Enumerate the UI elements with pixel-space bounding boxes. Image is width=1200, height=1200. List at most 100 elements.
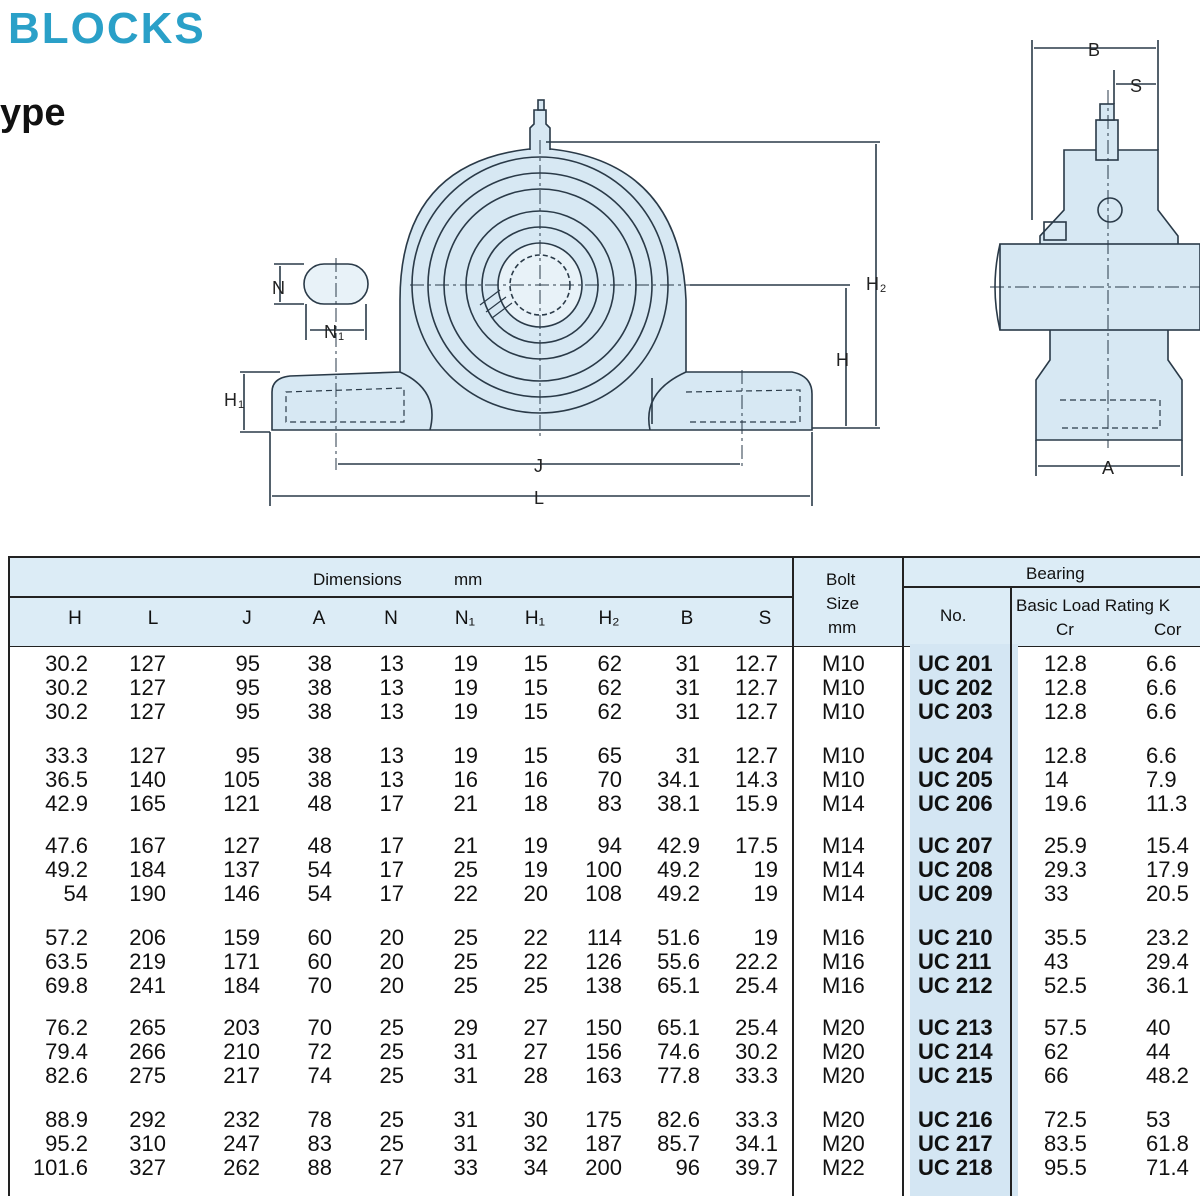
table-cell: 108 xyxy=(585,881,622,906)
table-cell: 327 xyxy=(129,1155,166,1180)
bearing-no-cell: UC 212 xyxy=(918,973,993,998)
table-cell: 28 xyxy=(523,1063,548,1088)
cr-cell: 66 xyxy=(1044,1063,1069,1088)
table-cell: 27 xyxy=(523,1039,548,1064)
cr-cell: 95.5 xyxy=(1044,1155,1087,1180)
table-cell: 163 xyxy=(585,1063,622,1088)
table-cell: 49.2 xyxy=(45,857,88,882)
column-header: S xyxy=(758,608,772,629)
table-cell: 31 xyxy=(675,699,700,724)
table-cell: 200 xyxy=(585,1155,622,1180)
pillow-block-drawing: N N 1 H 1 H H 2 J L B S A xyxy=(224,40,1200,508)
table-cell: 241 xyxy=(129,973,166,998)
cor-cell: 20.5 xyxy=(1146,881,1189,906)
cr-cell: 19.6 xyxy=(1044,791,1087,816)
table-cell: 38 xyxy=(307,675,332,700)
dim-label-h1: H xyxy=(224,390,237,410)
table-cell: 95 xyxy=(235,651,260,676)
bolt-size-cell: M10 xyxy=(822,699,865,724)
bolt-size-cell: M20 xyxy=(822,1015,865,1040)
table-cell: 15 xyxy=(523,675,548,700)
table-cell: 30 xyxy=(523,1107,548,1132)
table-cell: 167 xyxy=(129,833,166,858)
bolt-size-cell: M14 xyxy=(822,881,865,906)
bearing-no-cell: UC 201 xyxy=(918,651,993,676)
bolt-size-cell: M10 xyxy=(822,651,865,676)
table-cell: 19 xyxy=(453,675,478,700)
table-cell: 25 xyxy=(453,949,478,974)
cr-cell: 33 xyxy=(1044,881,1069,906)
table-cell: 292 xyxy=(129,1107,166,1132)
cr-cell: 52.5 xyxy=(1044,973,1087,998)
cor-cell: 6.6 xyxy=(1146,651,1177,676)
table-cell: 217 xyxy=(223,1063,260,1088)
bearing-no-cell: UC 214 xyxy=(918,1039,993,1064)
table-cell: 15 xyxy=(523,743,548,768)
table-cell: 15.9 xyxy=(735,791,778,816)
table-cell: 175 xyxy=(585,1107,622,1132)
bolt-size-cell: M14 xyxy=(822,833,865,858)
bearing-label: Bearing xyxy=(1026,564,1085,583)
dim-label-a: A xyxy=(1102,458,1114,478)
table-cell: 20 xyxy=(379,925,404,950)
dim-label-h: H xyxy=(836,350,849,370)
table-cell: 70 xyxy=(307,973,332,998)
table-cell: 114 xyxy=(586,925,622,950)
dim-label-s: S xyxy=(1130,76,1142,96)
page-subtitle: ype xyxy=(0,92,66,134)
column-header: H₁ xyxy=(524,608,546,629)
dim-label-h2: H xyxy=(866,274,879,294)
bearing-no-cell: UC 211 xyxy=(918,949,992,974)
cr-cell: 29.3 xyxy=(1044,857,1087,882)
column-header: N xyxy=(384,608,398,629)
cor-cell: 36.1 xyxy=(1146,973,1189,998)
table-cell: 31 xyxy=(453,1131,478,1156)
table-cell: 19 xyxy=(453,699,478,724)
cor-cell: 11.3 xyxy=(1146,791,1188,816)
table-cell: 127 xyxy=(223,833,260,858)
table-cell: 65 xyxy=(597,743,622,768)
table-cell: 13 xyxy=(379,675,404,700)
table-cell: 60 xyxy=(307,925,332,950)
table-cell: 17 xyxy=(379,833,404,858)
bolt-size-cell: M14 xyxy=(822,791,865,816)
table-cell: 25 xyxy=(453,857,478,882)
table-cell: 95 xyxy=(235,743,260,768)
cor-cell: 6.6 xyxy=(1146,675,1177,700)
table-cell: 12.7 xyxy=(735,699,778,724)
table-cell: 184 xyxy=(223,973,260,998)
table-cell: 88.9 xyxy=(45,1107,88,1132)
dim-label-j: J xyxy=(534,456,543,476)
table-cell: 65.1 xyxy=(657,1015,700,1040)
table-cell: 30.2 xyxy=(45,675,88,700)
table-cell: 42.9 xyxy=(45,791,88,816)
table-cell: 19 xyxy=(523,833,548,858)
dim-label-l: L xyxy=(534,488,544,508)
cor-cell: 53 xyxy=(1146,1107,1171,1132)
cr-cell: 12.8 xyxy=(1044,675,1087,700)
table-cell: 38.1 xyxy=(657,791,700,816)
table-cell: 96 xyxy=(675,1155,700,1180)
table-cell: 82.6 xyxy=(657,1107,700,1132)
table-cell: 47.6 xyxy=(45,833,88,858)
table-cell: 247 xyxy=(223,1131,260,1156)
table-cell: 27 xyxy=(523,1015,548,1040)
column-header: A xyxy=(312,608,326,629)
bearing-no-cell: UC 213 xyxy=(918,1015,993,1040)
table-cell: 57.2 xyxy=(45,925,88,950)
table-cell: 63.5 xyxy=(45,949,88,974)
dim-label-n1: N xyxy=(324,322,337,342)
cr-cell: 14 xyxy=(1044,767,1069,792)
table-cell: 29 xyxy=(453,1015,478,1040)
table-cell: 15 xyxy=(523,651,548,676)
table-cell: 159 xyxy=(223,925,260,950)
table-cell: 310 xyxy=(129,1131,166,1156)
table-cell: 83 xyxy=(307,1131,332,1156)
table-cell: 17 xyxy=(379,857,404,882)
table-cell: 79.4 xyxy=(45,1039,88,1064)
bolt-size-cell: M14 xyxy=(822,857,865,882)
table-cell: 126 xyxy=(585,949,622,974)
table-header-band xyxy=(8,556,1200,647)
table-cell: 127 xyxy=(129,743,166,768)
table-cell: 219 xyxy=(129,949,166,974)
